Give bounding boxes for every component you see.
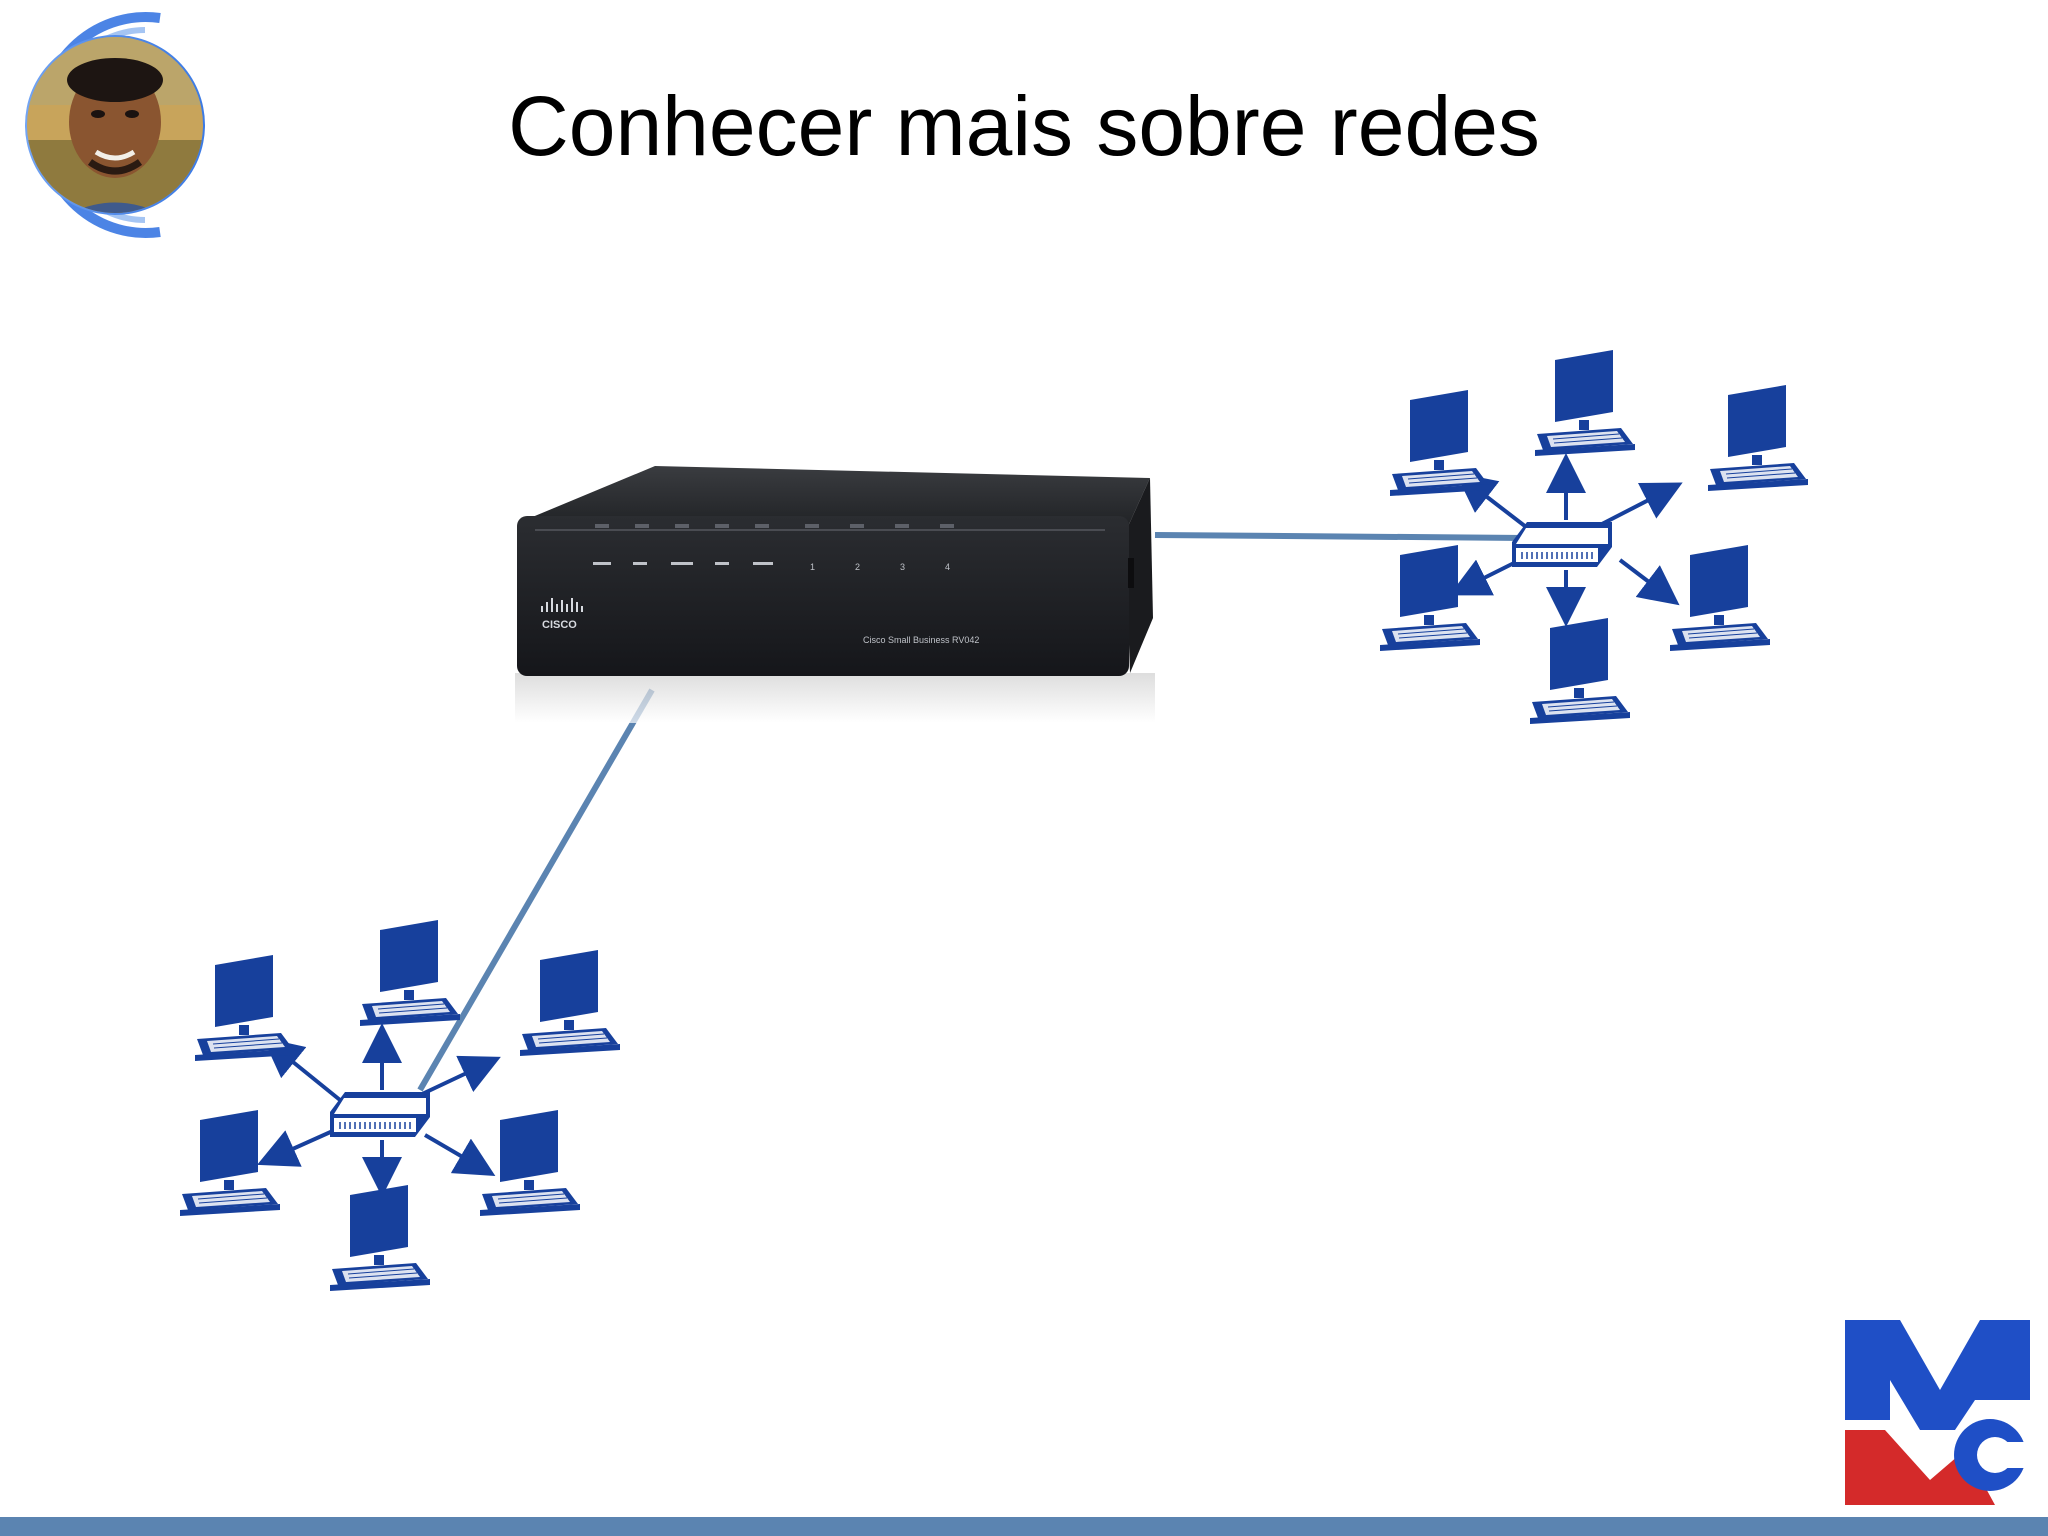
mc-logo: MC bbox=[1845, 1320, 2035, 1505]
right-computer-icon bbox=[1534, 349, 1636, 457]
left-computer-icon bbox=[194, 954, 296, 1062]
right-computer-icon bbox=[1669, 544, 1771, 652]
right-computer-icon bbox=[1379, 544, 1481, 652]
router-model: Cisco Small Business RV042 bbox=[863, 635, 979, 645]
cisco-router: 1 2 3 4 CISCO Cisco Small Business RV042 bbox=[505, 458, 1155, 728]
left-computer-icon bbox=[359, 919, 461, 1027]
left-switch-icon bbox=[329, 1091, 431, 1138]
slide-title: Conhecer mais sobre redes bbox=[0, 78, 2048, 175]
right-computer-icon bbox=[1389, 389, 1491, 497]
footer-bar bbox=[0, 1517, 2048, 1536]
left-computer-icon bbox=[329, 1184, 431, 1292]
left-computer-icon bbox=[519, 949, 621, 1057]
router-port-1: 1 bbox=[810, 562, 815, 572]
left-computer-icon bbox=[179, 1109, 281, 1217]
slide-title-text: Conhecer mais sobre redes bbox=[508, 79, 1540, 173]
router-to-right-switch-link bbox=[1154, 532, 1531, 541]
right-computer-icon bbox=[1707, 384, 1809, 492]
router-brand: CISCO bbox=[542, 619, 577, 631]
right-switch-icon bbox=[1511, 521, 1613, 568]
cisco-logo-icon bbox=[541, 598, 583, 612]
right-computer-icon bbox=[1529, 617, 1631, 725]
left-computer-icon bbox=[479, 1109, 581, 1217]
router-port-3: 3 bbox=[900, 562, 905, 572]
router-port-4: 4 bbox=[945, 562, 950, 572]
router-port-2: 2 bbox=[855, 562, 860, 572]
router-to-left-switch-link bbox=[417, 688, 655, 1092]
presenter-avatar bbox=[10, 10, 210, 240]
